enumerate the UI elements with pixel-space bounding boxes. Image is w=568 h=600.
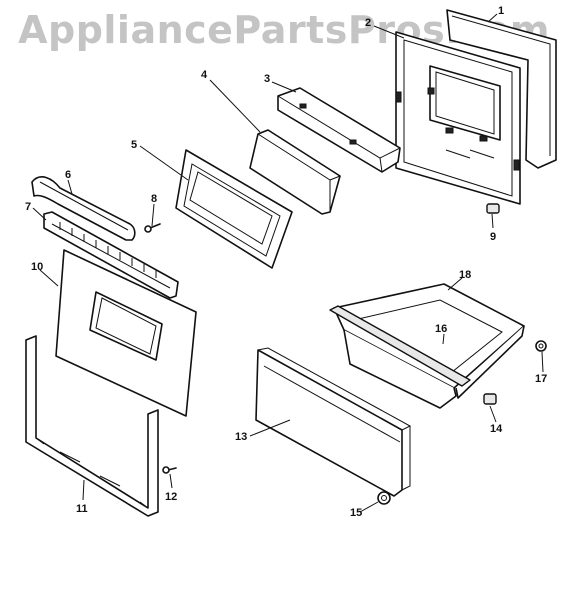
part-2-inner-door-assembly	[395, 31, 521, 205]
callout-6: 6	[65, 169, 71, 181]
part-5-glass-frame	[175, 149, 293, 269]
part-17-roller	[535, 340, 547, 352]
part-3-trim	[277, 87, 401, 173]
callout-11: 11	[76, 503, 88, 515]
callout-17: 17	[535, 373, 547, 385]
part-6-handle	[31, 176, 136, 241]
part-14-clip	[483, 393, 497, 405]
part-7-vent-trim	[43, 211, 179, 299]
callout-4: 4	[201, 69, 208, 81]
callout-2: 2	[365, 17, 371, 29]
part-1-door-frame	[446, 9, 557, 169]
callout-18: 18	[459, 269, 471, 281]
part-15-roller	[377, 491, 391, 505]
part-13-drawer-front	[255, 347, 412, 497]
callout-labels: 1 2 3 4 5 6 7 8 9 10 11 12 13 14 15 16 1…	[25, 5, 547, 519]
callout-16: 16	[435, 323, 447, 335]
callout-7: 7	[25, 201, 31, 213]
callout-10: 10	[31, 261, 43, 273]
callout-15: 15	[350, 507, 362, 519]
callout-3: 3	[264, 73, 270, 85]
callout-5: 5	[131, 139, 137, 151]
part-12-screw	[162, 466, 177, 474]
part-4-glass	[249, 129, 341, 215]
part-8-screw	[144, 223, 161, 233]
part-9-clip	[486, 203, 500, 214]
callout-13: 13	[235, 431, 247, 443]
callout-14: 14	[490, 423, 503, 435]
callout-1: 1	[498, 5, 504, 17]
part-18-drawer-body	[329, 283, 525, 409]
callout-8: 8	[151, 193, 157, 205]
part-10-outer-door-panel	[55, 249, 197, 417]
part-11-door-liner-frame	[25, 335, 159, 517]
callout-12: 12	[165, 491, 177, 503]
leader-lines	[32, 13, 544, 513]
callout-9: 9	[490, 231, 496, 243]
